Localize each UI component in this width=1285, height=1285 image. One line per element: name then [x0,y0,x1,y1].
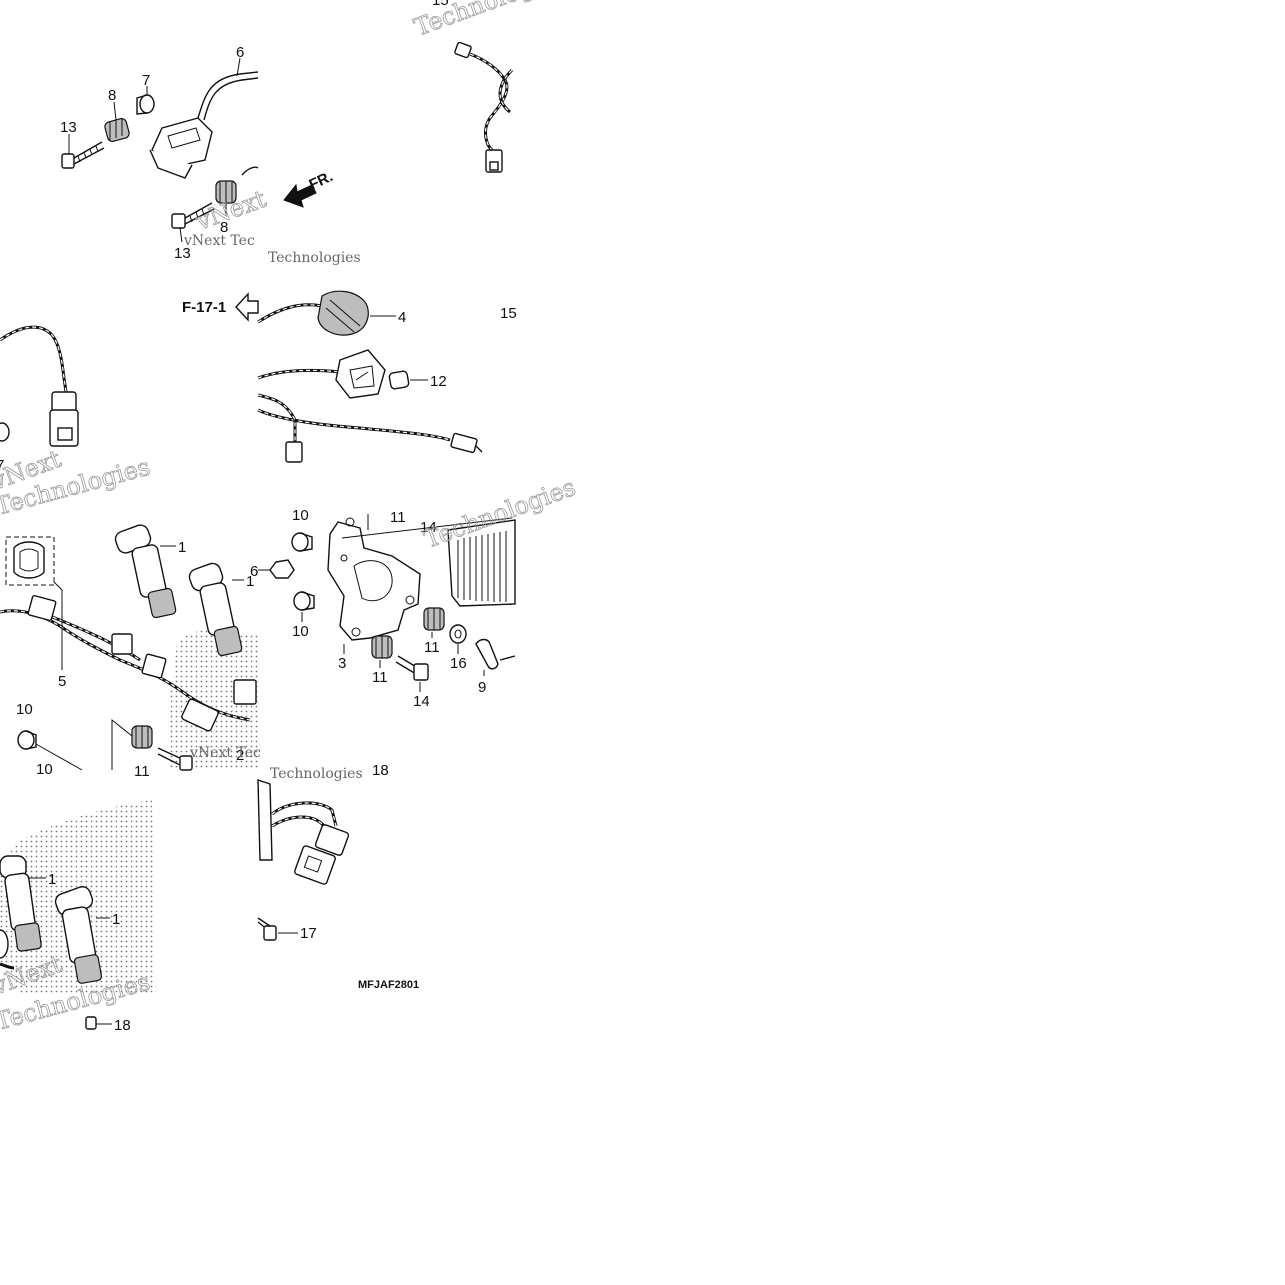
callout-12: 12 [430,373,447,390]
collar-10c [291,532,313,552]
callout-18b: 18 [372,762,389,779]
panel-bottom-left: 1 1 vNext Technologies 18 [0,800,156,1036]
panel-lower-right: 10 11 14 6 Technologies [250,473,580,710]
panel-middle-left: 7 vNext Technologies [0,325,153,521]
callout-16: 16 [450,655,467,672]
collar-10d [293,591,315,611]
bolt-14 [395,655,429,681]
grommet-11c [371,635,393,659]
drawing-code: MFJAF2801 [358,979,419,991]
panel-top-right: 15 Technologies FR. Technologies [268,0,570,266]
callout-13b: 13 [174,245,191,262]
callout-3: 3 [338,655,346,672]
callout-14b: 14 [413,693,430,710]
watermark-small-e: vNext Tec [189,745,261,761]
plug-right [450,432,483,454]
grommet-11a [131,725,153,749]
callout-6b: 6 [250,563,258,580]
watermark-small-b: Technologies [268,250,361,266]
reference-label: F-17-1 [182,299,226,316]
panel-lower-left: 1 1 5 10 [0,524,261,780]
callout-10d: 10 [292,623,309,640]
reference-arrow [235,292,259,322]
sensor-pad-4 [317,290,369,336]
callout-17: 17 [300,925,317,942]
plug-left [285,441,303,463]
callout-11c: 11 [372,669,388,686]
sensor-connector-lower [294,824,350,885]
callout-2: 2 [236,747,244,764]
grommet-8b [215,180,237,204]
callout-7b: 7 [0,457,4,474]
watermark-small-a: vNext Tec [183,233,255,249]
callout-11d: 11 [424,639,440,656]
grommet-11d [423,607,445,631]
dotted-region [169,629,258,770]
callout-11b: 11 [390,509,406,526]
bolt-18 [85,1016,97,1030]
callout-8b: 8 [220,219,228,236]
harness-connector-b [111,633,133,655]
panel-bottom-right: 18 Technologies 17 MFJAF2801 [257,762,419,991]
bracket-3 [327,517,513,641]
collar-7 [136,94,155,115]
harness-connector-a [27,594,57,622]
callout-6: 6 [236,44,244,61]
callout-10a: 10 [16,701,33,718]
watermark-small-h: Technologies [270,766,363,782]
ignition-coil-1c [0,855,42,952]
sensor-plug [485,149,503,173]
bolt-13b [171,202,215,229]
nut-6 [269,559,295,579]
callout-11a: 11 [134,763,150,780]
washer-16 [449,624,467,644]
callout-8: 8 [108,87,116,104]
clamp-box [5,536,55,586]
bolt-17 [257,917,277,941]
regulator-rectifier [447,519,516,607]
callout-15b: 15 [500,305,517,322]
panel-middle-right: F-17-1 4 12 [182,290,517,463]
ignition-coil-1d [54,886,103,984]
panel-top-left: 6 7 8 13 8 13 vNext Tec vNext [60,44,270,262]
watermark-b: Technologies [410,0,569,42]
sensor-mount [335,349,386,399]
callout-10c: 10 [292,507,309,524]
callout-7: 7 [142,72,150,89]
terminal-9 [475,638,516,670]
callout-1c: 1 [48,871,56,888]
harness-connector-d [181,698,219,732]
callout-18a: 18 [114,1017,131,1034]
callout-1a: 1 [178,539,186,556]
bolt-lower-left [157,747,193,771]
ignition-coil-1a [114,524,177,619]
callout-4: 4 [398,309,406,326]
collar-10 [17,730,37,750]
callout-9: 9 [478,679,486,696]
wire-6 [197,71,259,119]
callout-10b: 10 [36,761,53,778]
callout-5: 5 [58,673,66,690]
callout-1b: 1 [246,573,254,590]
harness-connector-c [141,653,167,679]
sensor-plate [257,779,273,861]
direction-label: FR. [307,168,336,194]
o2-sensor-connector [49,391,79,447]
callout-1d: 1 [112,911,120,928]
ignition-coil-1b [188,562,243,657]
callout-13: 13 [60,119,77,136]
cap-12 [388,370,410,390]
bolt-13 [61,141,105,169]
harness-connector-e [233,679,257,705]
regulator-unit [149,117,213,179]
callout-15a: 15 [432,0,449,9]
sensor-connector [454,41,472,59]
grommet-8 [104,118,130,142]
front-direction-arrow [283,183,317,208]
